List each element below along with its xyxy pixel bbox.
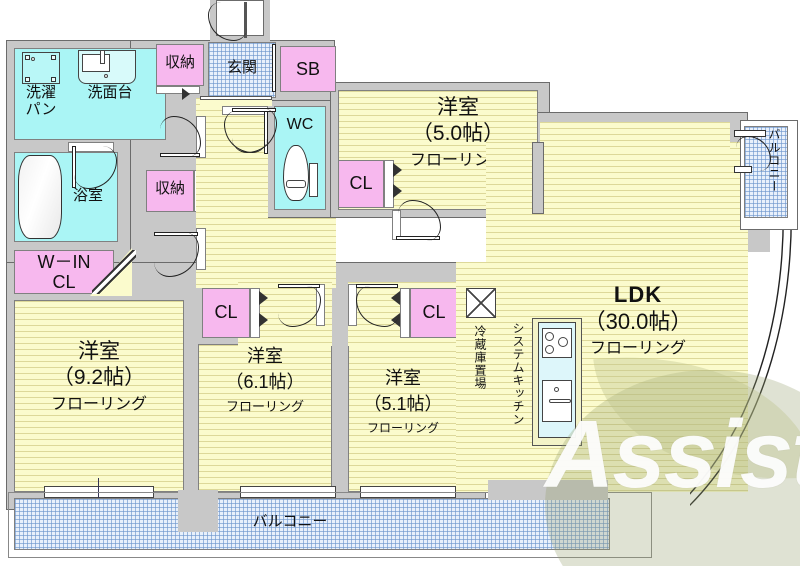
shunou-upper-door-marker (182, 88, 190, 100)
shunou-upper-door-opening (156, 86, 200, 94)
walkin-closet-door-diagonal (92, 250, 136, 294)
room-bedroom-5-1 (348, 344, 458, 492)
vanity-tap-fixture (100, 50, 105, 64)
room-bedroom-6-1 (198, 344, 332, 492)
balcony-south (14, 498, 610, 550)
washer-pan-corner-bl (25, 77, 30, 82)
genkan-inner-door-leaf (272, 44, 276, 92)
room-bedroom-9-2 (14, 300, 184, 492)
closet-cl-room51 (410, 288, 458, 338)
cl-room50-door-marker-top (393, 163, 402, 177)
balcony-partition-wall (178, 490, 218, 532)
cl-room51-door-opening (400, 288, 410, 338)
balcony-south-outer-edge (8, 492, 652, 558)
cl-room61-door-marker-top (259, 291, 268, 305)
stove-burner-3-icon (545, 345, 554, 354)
cl-room61-door-marker-bottom (259, 313, 268, 327)
washer-drain-icon (31, 57, 35, 61)
closet-cl-room50 (338, 160, 384, 208)
corridor-threshold-line (200, 100, 272, 106)
toilet-tank-fixture (286, 180, 306, 188)
building-outline (6, 40, 750, 508)
wall-stub-ldk-left (532, 142, 544, 214)
room-ldk-top-extension (540, 122, 730, 152)
closet-shunou-lower (146, 170, 194, 212)
toilet-bowl-fixture (283, 145, 309, 201)
bathtub-fixture (18, 155, 62, 239)
washer-pan-corner-br (51, 77, 56, 82)
washer-pan-corner-tr (51, 55, 56, 60)
room-ldk (486, 142, 748, 492)
balcony-divider-stub (488, 480, 608, 500)
room-genkan (208, 42, 276, 98)
sink-drain-icon (554, 387, 559, 392)
genkan-step-line (200, 96, 272, 100)
cl-room50-door-marker-bottom (393, 184, 402, 198)
closet-cl-room61 (202, 288, 250, 338)
closet-shoe-box (280, 46, 336, 92)
washer-pan-corner-tl (25, 55, 30, 60)
hallway-lower-wide (196, 218, 336, 288)
sink-faucet-icon (549, 399, 571, 403)
stove-burner-1-icon (545, 332, 554, 341)
closet-shunou-upper (156, 44, 204, 86)
stove-burner-2-icon (558, 337, 568, 347)
fridge-space-cross (466, 288, 496, 318)
toilet-paper-holder-fixture (309, 163, 318, 197)
vanity-drain-icon (104, 74, 108, 78)
